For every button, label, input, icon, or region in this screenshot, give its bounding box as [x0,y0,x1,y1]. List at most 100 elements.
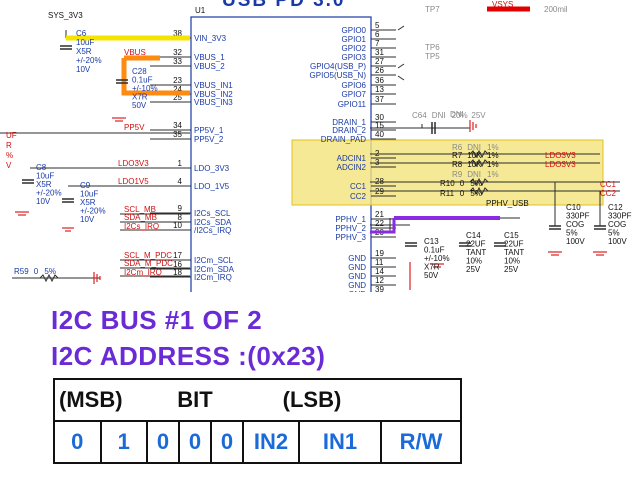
left-pin-number: 9 [178,204,183,213]
component-text: C10 [566,203,581,212]
net-uf: UF [6,131,17,140]
right-pin-name: DRAIN_1 [332,118,366,127]
component-text: 25V [466,265,481,274]
left-pin-name: VBUS_IN3 [194,98,233,107]
net-dni: DNI [450,110,464,119]
left-pin-name: I2Cm_SCL [194,256,234,265]
net-pphv-usb: PPHV_USB [486,199,529,208]
left-pin-name: VBUS_IN1 [194,81,233,90]
ground-symbols [15,117,607,290]
left-pin-number: 1 [178,159,183,168]
right-pin-name: DRAIN_PAD [321,135,366,144]
bit-3: 0 [210,420,244,464]
right-pin-number: 22 [375,219,384,228]
left-pin-number: 38 [173,29,182,38]
component-text: 10% [504,257,520,266]
component-text: 22UF [466,240,486,249]
net-labels: SYS_3V3 VBUS PP5V LDO3V3 LDO1V5 SCL_MB S… [6,0,617,277]
component-text: 10V [76,65,91,74]
component-text: C64 [412,111,427,120]
bit-4: 0 [178,420,212,464]
net-pp5v: PP5V [124,123,145,132]
left-pin-wires [150,37,191,278]
left-pin-number: 25 [173,93,182,102]
component-text: 10uF [80,190,98,199]
net-sda-m-pdc: SDA_M_PDC [124,259,173,268]
component-text: 1% [487,160,499,169]
net-pct: % [6,151,13,160]
left-pin-number: 34 [173,121,182,130]
left-pin-name: I2Cs_SDA [194,218,232,227]
testpoint-label: TP7 [425,5,440,14]
bit-0: R/W [380,420,462,464]
component-text: R11 [440,189,455,198]
component-text: C13 [424,237,439,246]
address-bits-row: 0 1 0 0 0 IN2 IN1 R/W [53,420,462,464]
component-text: C15 [504,231,519,240]
net-cc2: CC2 [600,189,617,198]
testpoint-symbols [397,25,405,81]
net-vsys-width: 200mil [544,5,568,14]
right-pin-name: PPHV_2 [335,224,366,233]
right-pin-name: GPIO4(USB_P) [310,62,366,71]
net-i2cm-irq: I2Cm_IRQ [124,268,162,277]
right-pin-name: GPIO7 [342,90,367,99]
component-text: 330PF [566,212,590,221]
left-pin-name: I2Cm_IRQ [194,273,232,282]
right-pin-name: GND [348,254,366,263]
component-text: TANT [504,248,524,257]
component-text: 5% [44,267,56,276]
address-table-header-row: (MSB) BIT (LSB) [53,378,462,422]
right-pin-number: 36 [375,76,384,85]
net-cc1: CC1 [600,180,617,189]
component-text: 50V [132,101,147,110]
right-pin-number: 31 [375,48,384,57]
component-text: 20% [452,111,468,120]
right-pin-name: GPIO11 [338,100,367,109]
header-msb: (MSB) [53,378,147,422]
net-sda-mb: SDA_MB [124,213,157,222]
component-text: COG [566,220,584,229]
component-text: DNI [432,111,446,120]
component-text: 5% [608,229,620,238]
right-pin-name: PPHV_3 [335,233,366,242]
right-pin-name: GPIO6 [342,81,367,90]
header-lsb: (LSB) [243,378,381,422]
net-vbus: VBUS [124,48,146,57]
right-pin-name: GPIO1 [342,35,367,44]
net-i2cs-irq: I2Cs_IRQ [124,222,159,231]
net-vsys: VSYS [492,0,513,9]
left-pin-labels: 38VIN_3V332VBUS_133VBUS_223VBUS_IN124VBU… [173,29,235,282]
testpoint-label: TP6 [425,43,440,52]
header-bit: BIT [147,378,243,422]
component-text: 0 [460,179,465,188]
left-pin-number: 17 [173,251,182,260]
right-pin-name: CC1 [350,182,367,191]
component-text: R6 [452,143,463,152]
left-pin-name: VBUS_IN2 [194,90,233,99]
left-pin-name: LDO_3V3 [194,164,230,173]
component-text: 100V [608,237,627,246]
right-pin-number: 27 [375,57,384,66]
component-text: 0.1uF [424,246,445,255]
resistor-symbols [39,149,489,283]
component-text: 22UF [504,240,524,249]
left-pin-name: PP5V_2 [194,135,224,144]
component-text: 5% [470,179,482,188]
component-text: C12 [608,203,623,212]
component-text: DNI [467,170,481,179]
left-pin-number: 4 [178,177,183,186]
bit-7: 0 [53,420,102,464]
right-pin-number: 39 [375,285,384,292]
component-text: X7R [132,93,148,102]
component-text: 1% [487,170,499,179]
net-ldo3v3-r2: LDO3V3 [545,160,576,169]
component-text: 10K [467,151,482,160]
net-scl-m-pdc: SCL_M_PDC [124,251,172,260]
bit-2: IN2 [242,420,300,464]
component-text: 10uF [76,38,94,47]
bit-6: 1 [99,420,148,464]
chip-ref: U1 [195,6,206,15]
